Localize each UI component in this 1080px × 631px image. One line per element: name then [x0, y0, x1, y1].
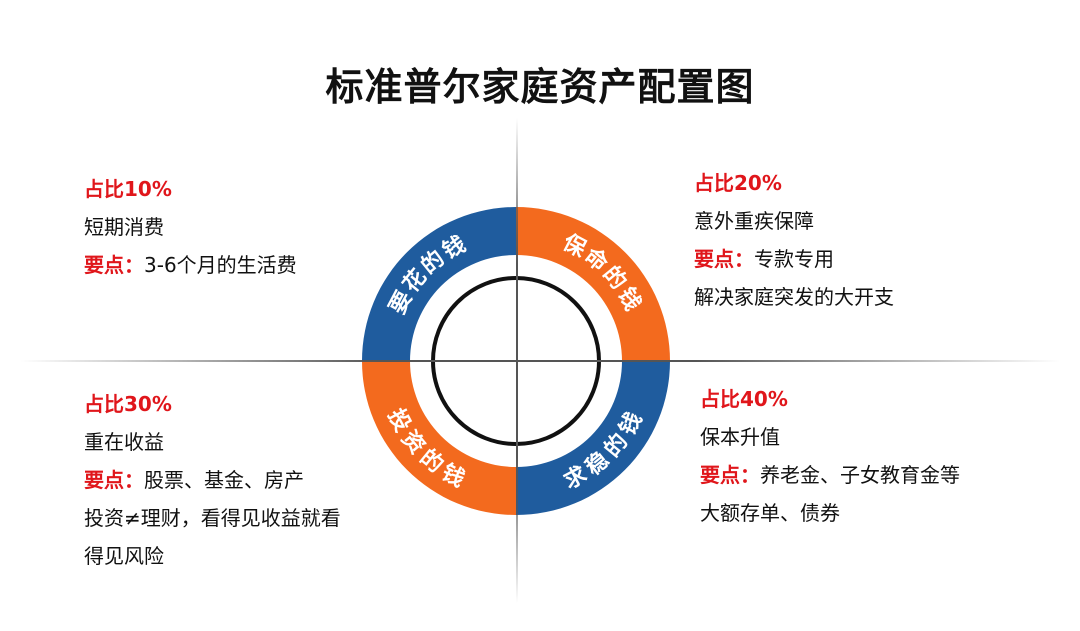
key-point-label: 要点： — [84, 468, 144, 492]
extra-note: 大额存单、债券 — [700, 501, 840, 525]
extra-note: 得见风险 — [84, 544, 164, 568]
key-point-label: 要点： — [694, 247, 754, 271]
quadrant-top-right: 占比20% 意外重疾保障 要点：专款专用 解决家庭突发的大开支 — [694, 164, 894, 316]
ring-segment-bottom-left — [362, 361, 516, 515]
horizontal-axis — [20, 360, 1060, 362]
key-point-label: 要点： — [84, 253, 144, 277]
percent-label: 占比20% — [694, 171, 782, 195]
vertical-axis — [516, 118, 518, 603]
percent-label: 占比10% — [84, 177, 172, 201]
description: 保本升值 — [700, 425, 780, 449]
description: 意外重疾保障 — [694, 209, 814, 233]
quadrant-bottom-right: 占比40% 保本升值 要点：养老金、子女教育金等 大额存单、债券 — [700, 380, 960, 532]
key-point-label: 要点： — [700, 463, 760, 487]
description: 短期消费 — [84, 215, 164, 239]
percent-label: 占比30% — [84, 392, 172, 416]
ring-segment-top-right — [516, 207, 670, 361]
ring-segment-top-left — [362, 207, 516, 361]
key-point: 要点：专款专用 — [694, 240, 894, 278]
extra-note: 解决家庭突发的大开支 — [694, 285, 894, 309]
key-point-text: 股票、基金、房产 — [144, 468, 304, 492]
key-point-text: 3-6个月的生活费 — [144, 253, 297, 277]
quadrant-top-left: 占比10% 短期消费 要点：3-6个月的生活费 — [84, 170, 297, 284]
description: 重在收益 — [84, 430, 164, 454]
key-point-text: 专款专用 — [754, 247, 834, 271]
page-title: 标准普尔家庭资产配置图 — [325, 65, 755, 109]
ring-segment-bottom-right — [516, 361, 670, 515]
key-point: 要点：养老金、子女教育金等 — [700, 456, 960, 494]
quadrant-bottom-left: 占比30% 重在收益 要点：股票、基金、房产 投资≠理财，看得见收益就看 得见风… — [84, 385, 341, 575]
extra-note: 投资≠理财，看得见收益就看 — [84, 506, 341, 530]
percent-label: 占比40% — [700, 387, 788, 411]
key-point: 要点：股票、基金、房产 — [84, 461, 341, 499]
key-point-text: 养老金、子女教育金等 — [760, 463, 960, 487]
key-point: 要点：3-6个月的生活费 — [84, 246, 297, 284]
